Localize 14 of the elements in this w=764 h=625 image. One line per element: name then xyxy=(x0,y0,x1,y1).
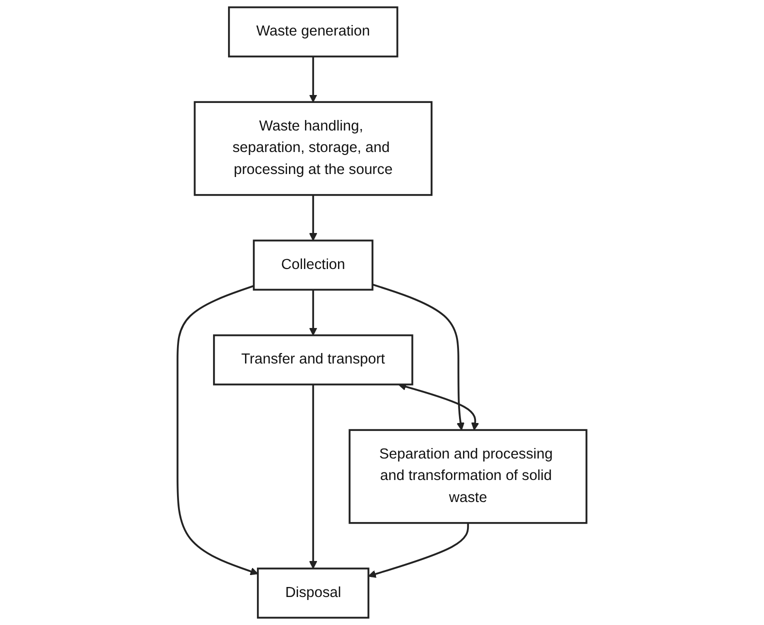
arrow xyxy=(309,290,318,336)
node-box: Collection xyxy=(252,240,374,291)
node-box: Waste generation xyxy=(228,6,398,58)
arrow xyxy=(309,384,318,569)
arrow xyxy=(372,284,465,430)
node-box: Separation and processing and transformation of solid waste xyxy=(348,429,588,524)
arrow xyxy=(398,382,480,430)
node-box: Disposal xyxy=(256,568,370,619)
arrow xyxy=(368,522,469,578)
arrow xyxy=(309,56,318,102)
node-box: Waste handling, separation, storage, and processing at the source xyxy=(194,101,432,196)
arrow xyxy=(309,194,318,241)
node-box: Transfer and transport xyxy=(213,334,414,386)
arrow xyxy=(176,285,258,576)
